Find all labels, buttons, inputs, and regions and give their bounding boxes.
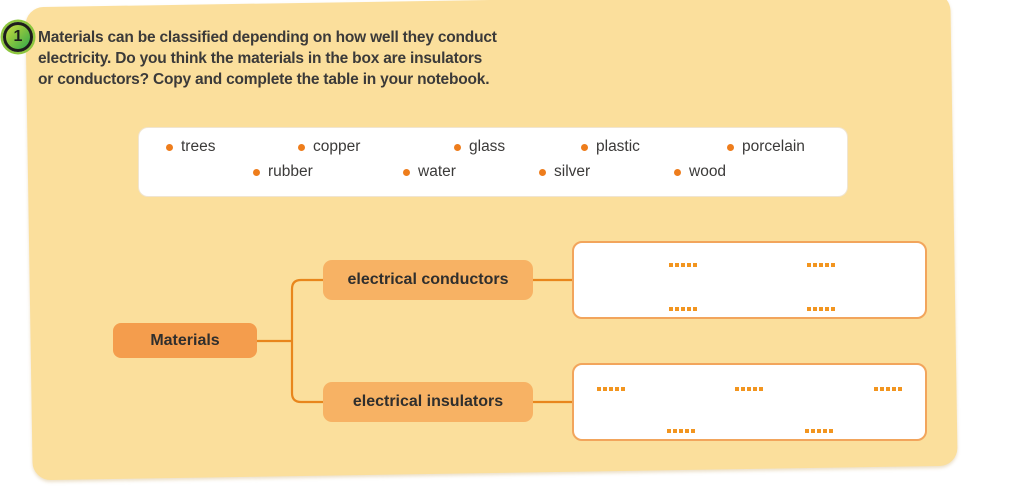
bullet-icon — [253, 168, 260, 176]
answer-slot: ..... — [669, 307, 697, 311]
material-label: silver — [554, 163, 591, 180]
material-label: copper — [313, 138, 361, 155]
material-item: trees — [166, 137, 215, 157]
bullet-icon — [166, 143, 173, 151]
materials-word-box: trees copper glass plastic porcelain rub… — [138, 127, 848, 197]
bullet-icon — [674, 168, 681, 176]
material-label: plastic — [596, 138, 640, 155]
exercise-number-badge: 1 — [3, 22, 33, 52]
answer-slot: ..... — [667, 429, 695, 433]
exercise-number: 1 — [13, 28, 23, 45]
bullet-icon — [539, 168, 546, 176]
material-item: plastic — [581, 137, 640, 157]
bullet-icon — [581, 143, 588, 151]
material-label: porcelain — [742, 138, 805, 155]
material-item: rubber — [253, 162, 313, 182]
material-label: wood — [689, 163, 727, 180]
answer-slot: ..... — [669, 263, 697, 267]
material-label: rubber — [268, 163, 313, 180]
material-item: copper — [298, 137, 360, 157]
diagram-node-electrical-insulators: electrical insulators — [323, 382, 533, 422]
answer-slot: ..... — [807, 263, 835, 267]
answer-slot: ..... — [874, 387, 902, 391]
bullet-icon — [454, 143, 461, 151]
material-item: porcelain — [727, 137, 805, 157]
material-label: water — [418, 163, 456, 180]
material-label: glass — [469, 138, 506, 155]
node-label: electrical insulators — [352, 393, 504, 410]
material-item: wood — [674, 162, 726, 182]
instruction-line: or conductors? Copy and complete the tab… — [38, 71, 490, 88]
diagram-node-materials: Materials — [113, 323, 257, 358]
instruction-line: Materials can be classified depending on… — [38, 29, 497, 46]
exercise-instructions: Materials can be classified depending on… — [38, 27, 497, 90]
answer-slot: ..... — [735, 387, 763, 391]
answer-slot: ..... — [805, 429, 833, 433]
bullet-icon — [298, 143, 305, 151]
answer-slot: ..... — [597, 387, 625, 391]
node-label: electrical conductors — [347, 271, 509, 288]
material-item: water — [403, 162, 456, 182]
instruction-line: electricity. Do you think the materials … — [38, 50, 483, 67]
conductors-answer-box: ..... ..... ..... ..... — [572, 241, 927, 319]
material-item: silver — [539, 162, 590, 182]
bullet-icon — [727, 143, 734, 151]
node-label: Materials — [150, 331, 220, 349]
bullet-icon — [403, 168, 410, 176]
material-label: trees — [181, 138, 216, 155]
diagram-node-electrical-conductors: electrical conductors — [323, 260, 533, 300]
insulators-answer-box: ..... ..... ..... ..... ..... — [572, 363, 927, 441]
material-item: glass — [454, 137, 505, 157]
answer-slot: ..... — [807, 307, 835, 311]
